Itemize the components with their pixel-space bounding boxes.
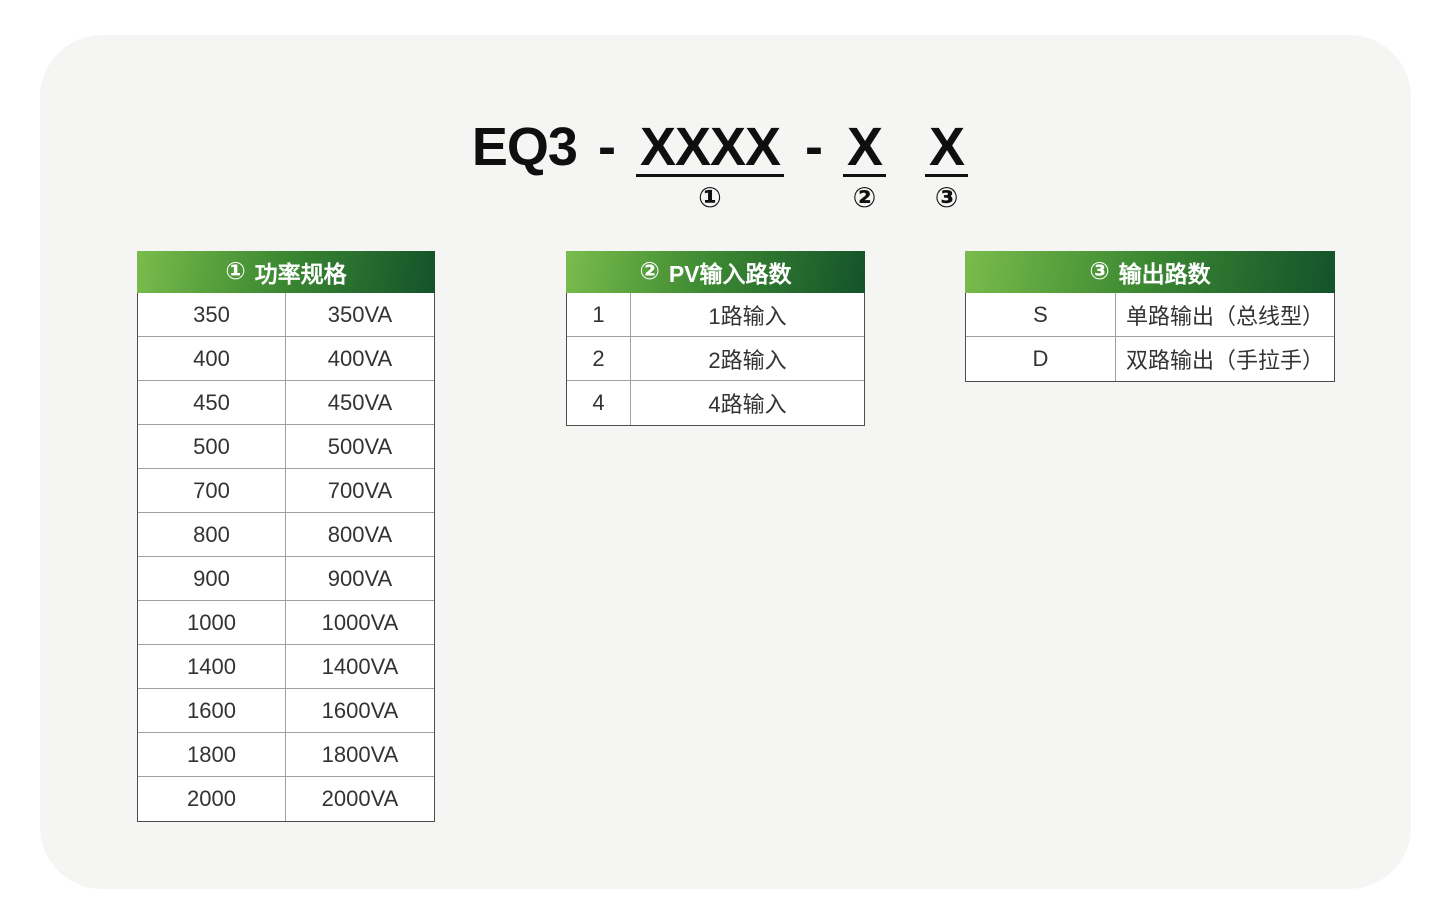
model-dash: - [597, 117, 616, 177]
table-cell: 800 [138, 513, 286, 557]
model-segment-output: X ③ [925, 120, 969, 213]
power-spec-table-title: 功率规格 [254, 261, 347, 287]
output-table-header: ③ 输出路数 [965, 251, 1335, 293]
table-cell: 1000VA [286, 601, 434, 645]
model-segment-pv-input: X ② [843, 120, 887, 213]
table-cell: 800VA [286, 513, 434, 557]
table-cell: D [966, 337, 1116, 381]
table-cell: 450 [138, 381, 286, 425]
table-cell: 4路输入 [708, 392, 787, 417]
model-segment-output-text: X [925, 120, 969, 177]
table-cell: 350 [138, 293, 286, 337]
output-table-title: 输出路数 [1118, 261, 1211, 287]
table-cell: 1400VA [286, 645, 434, 689]
table-cell: 4 [567, 381, 631, 425]
table-cell: 1 [567, 293, 631, 337]
power-spec-table-header: ① 功率规格 [137, 251, 435, 293]
table-cell: 400VA [286, 337, 434, 381]
table-cell: 700 [138, 469, 286, 513]
table-cell: 2 [567, 337, 631, 381]
table-row: 4 4路输入 [567, 381, 864, 425]
table-cell: 2000 [138, 777, 286, 821]
table-cell: 900VA [286, 557, 434, 601]
table-row: 2000 2000VA [138, 777, 434, 821]
table-cell: 2路输入 [631, 337, 864, 381]
table-cell: 450VA [286, 381, 434, 425]
table-cell: 1600VA [286, 689, 434, 733]
marker-2-icon: ② [852, 182, 877, 213]
table-cell: 1400 [138, 645, 286, 689]
pv-input-table-title: PV输入路数 [668, 261, 792, 287]
model-dash: - [805, 117, 823, 177]
table-cell: 500VA [286, 425, 434, 469]
model-code-diagram: EQ3 - XXXX ① - X ② X ③ [0, 120, 1440, 212]
marker-3-icon: ③ [1089, 258, 1110, 285]
model-segment-power-text: XXXX [635, 120, 785, 177]
table-cell: 350VA [286, 293, 434, 337]
table-cell: 1800VA [286, 733, 434, 777]
table-cell: 700VA [286, 469, 434, 513]
model-segment-pv-input-text: X [843, 120, 887, 177]
table-cell: 1路输入 [631, 293, 864, 337]
table-cell: 双路输出（手拉手） [1125, 348, 1324, 373]
table-cell: 1600 [138, 689, 286, 733]
table-cell: 400 [138, 337, 286, 381]
table-cell: 单路输出（总线型） [1116, 293, 1334, 337]
table-cell: 1800 [138, 733, 286, 777]
table-row: D 双路输出（手拉手） [966, 337, 1334, 381]
marker-3-icon: ③ [934, 182, 959, 213]
table-cell: 2000VA [321, 786, 399, 811]
table-cell: 1000 [138, 601, 286, 645]
pv-input-table-header: ② PV输入路数 [566, 251, 865, 293]
marker-1-icon: ① [698, 182, 722, 213]
model-prefix: EQ3 [471, 117, 578, 177]
marker-1-icon: ① [225, 258, 246, 285]
table-cell: 900 [138, 557, 286, 601]
table-cell: 500 [138, 425, 286, 469]
model-segment-power: XXXX ① [635, 120, 785, 213]
table-cell: S [966, 293, 1116, 337]
marker-2-icon: ② [639, 258, 660, 285]
